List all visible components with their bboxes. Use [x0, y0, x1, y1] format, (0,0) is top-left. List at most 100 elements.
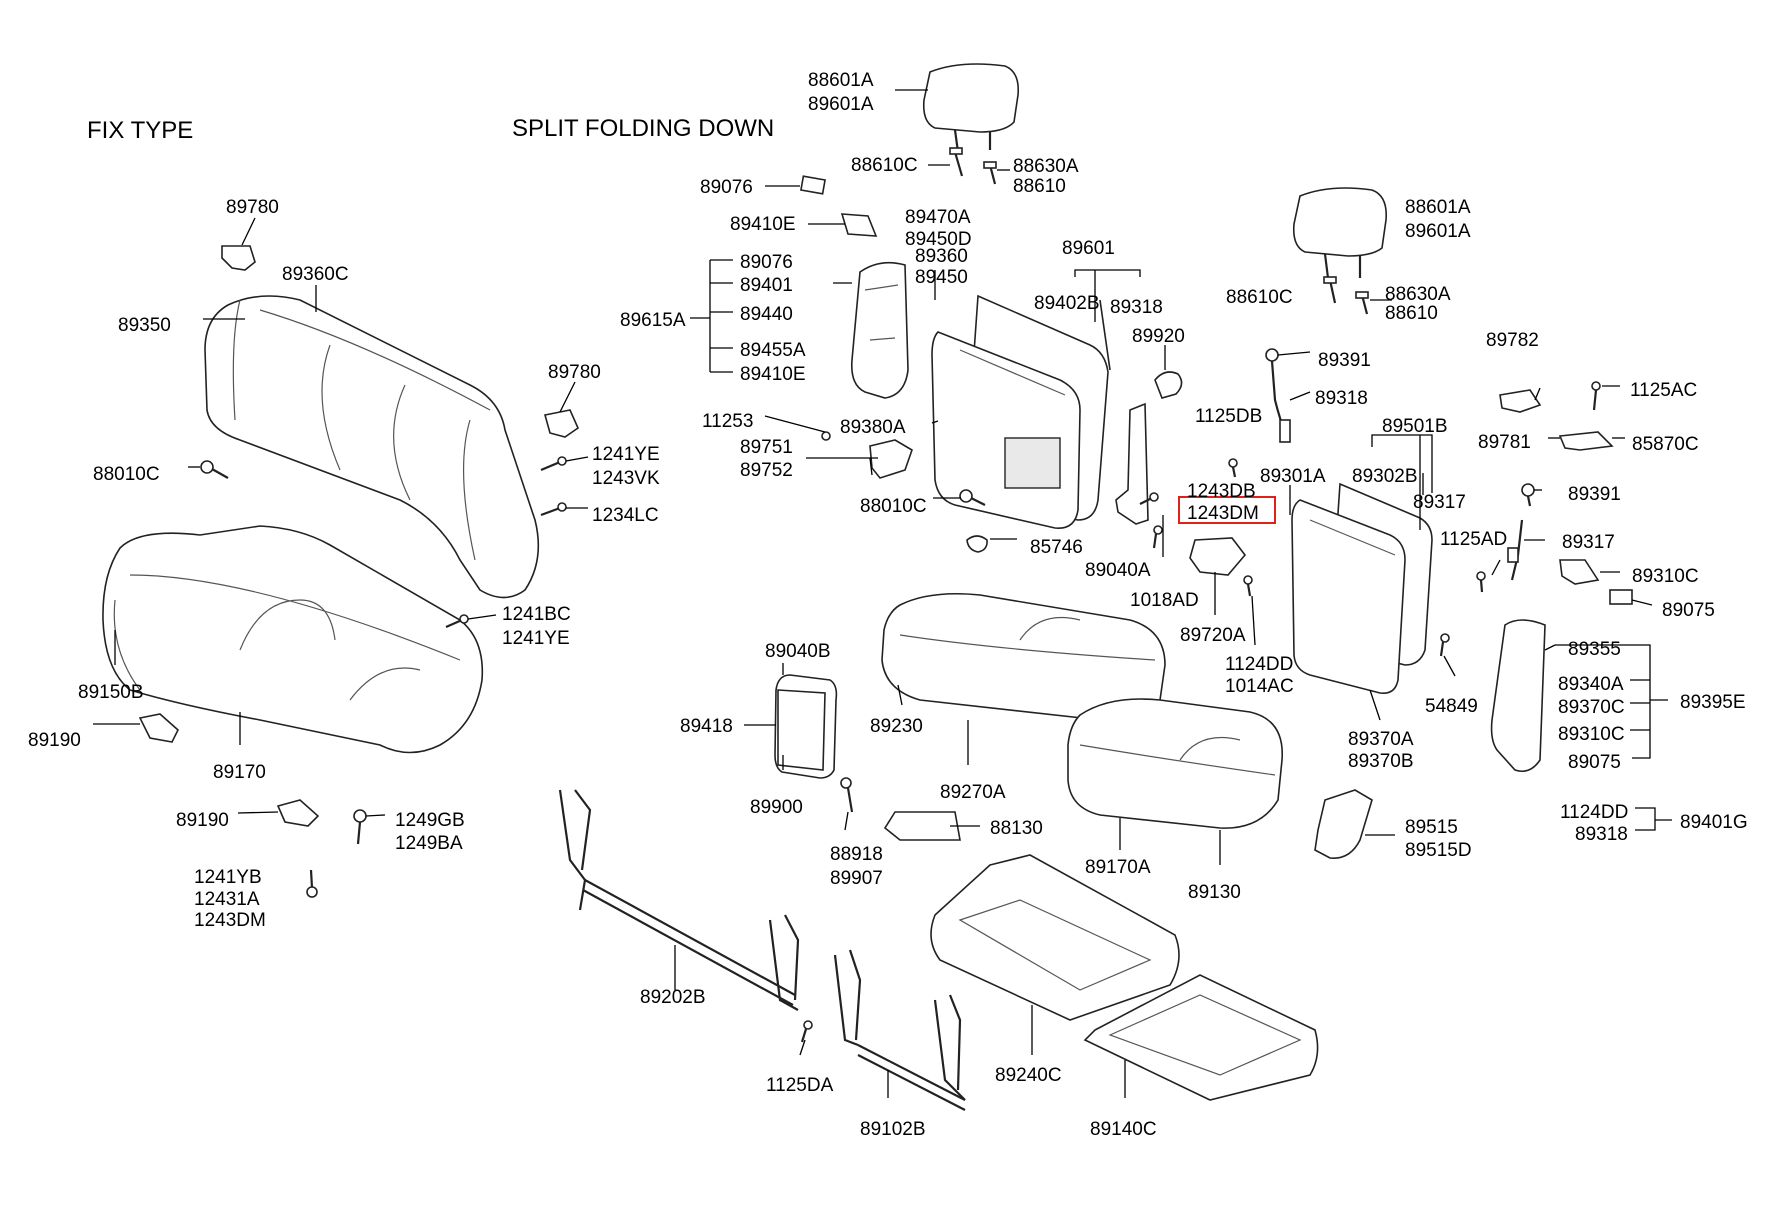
part-label: 89040A: [1085, 560, 1151, 581]
part-label: 89450: [915, 267, 968, 288]
part-label: 89418: [680, 716, 733, 737]
bolt-88918-icon: [840, 777, 854, 813]
part-label: 1249BA: [395, 833, 463, 854]
bolt-1125db-icon: [1228, 458, 1238, 478]
part-label: 89752: [740, 460, 793, 481]
guide-88610c-a-icon: [949, 147, 964, 177]
part-label: 1014AC: [1225, 676, 1294, 697]
bolt-11253-icon: [821, 431, 831, 441]
headrest-right: [1292, 187, 1388, 279]
part-label: 1243VK: [592, 468, 660, 489]
part-label: 1125DB: [1195, 406, 1262, 427]
part-label: 89310C: [1632, 566, 1699, 587]
headrest-left: [922, 63, 1020, 153]
part-label: 89076: [740, 252, 793, 273]
part-label: 89075: [1568, 752, 1621, 773]
part-label: 89601A: [808, 94, 874, 115]
part-label: 89350: [118, 315, 171, 336]
screw-1241bc-icon: [445, 614, 469, 629]
fix-seat-back: [204, 295, 540, 599]
guide-88610c-b-icon: [1323, 276, 1337, 304]
part-label: 89318: [1575, 824, 1628, 845]
part-label: 89782: [1486, 330, 1539, 351]
part-label: 89391: [1568, 484, 1621, 505]
part-label: 1125AD: [1440, 529, 1507, 550]
screw-1234lc-icon: [540, 502, 567, 517]
bolt-1018ad-icon: [1152, 525, 1163, 549]
cushion-right-89170a: [1067, 698, 1283, 829]
highlighted-part-label: 1243DM: [1187, 503, 1259, 524]
part-label: 1241BC: [502, 604, 571, 625]
clip-89076-icon: [800, 175, 826, 195]
pan-89140c: [1083, 974, 1319, 1101]
part-label: 89401G: [1680, 812, 1748, 833]
part-label: 88610: [1013, 176, 1066, 197]
part-label: 88630A: [1385, 284, 1451, 305]
part-label: 89140C: [1090, 1119, 1157, 1140]
part-label: 88610: [1385, 303, 1438, 324]
part-label: 89317: [1413, 492, 1466, 513]
part-label: 89395E: [1680, 692, 1746, 713]
part-label: 89450D: [905, 229, 972, 250]
part-label: 54849: [1425, 696, 1478, 717]
part-label: 89515D: [1405, 840, 1472, 861]
part-label: 1125DA: [766, 1075, 834, 1096]
part-label: 85746: [1030, 537, 1083, 558]
part-label: 89470A: [905, 207, 971, 228]
part-label: 1234LC: [592, 505, 659, 526]
part-label: 89170A: [1085, 857, 1151, 878]
buckle-89418: [774, 674, 838, 779]
bolt-1125ad-icon: [1476, 571, 1486, 593]
armrest-89615a: [850, 261, 909, 399]
part-label: 89402B: [1034, 293, 1100, 314]
part-label: 89317: [1562, 532, 1615, 553]
bolt-88010c-a-icon: [200, 460, 229, 479]
part-label: 89076: [700, 177, 753, 198]
clip-89780-b-icon: [543, 409, 580, 438]
fix-seat-cushion: [102, 525, 484, 754]
split-folding-heading: SPLIT FOLDING DOWN: [512, 115, 774, 142]
pan-89240c: [930, 854, 1180, 1021]
part-label: 89780: [548, 362, 601, 383]
hook-89190-b-icon: [276, 799, 320, 827]
part-label: 89455A: [740, 340, 806, 361]
part-label: 89615A: [620, 310, 686, 331]
part-label: 89720A: [1180, 625, 1246, 646]
cover-89310c-icon: [1559, 559, 1600, 585]
part-label: 89190: [176, 810, 229, 831]
part-label: 89360: [915, 246, 968, 267]
part-label: 88010C: [93, 464, 160, 485]
part-label: 89202B: [640, 987, 706, 1008]
part-label: 89900: [750, 797, 803, 818]
bolt-1243db-icon: [1139, 492, 1159, 505]
part-label: 89601: [1062, 238, 1115, 259]
part-label: 89601A: [1405, 221, 1471, 242]
bolt-1125da-icon: [800, 1020, 813, 1043]
part-label: 89370A: [1348, 729, 1414, 750]
part-label: 11253: [702, 411, 753, 432]
part-label: 88918: [830, 844, 883, 865]
part-label: 89391: [1318, 350, 1371, 371]
screw-1249gb-icon: [353, 809, 367, 845]
part-label: 1241YB: [194, 867, 262, 888]
part-label: 89270A: [940, 782, 1006, 803]
clip-89410e-icon: [840, 213, 878, 237]
part-label: 89440: [740, 304, 793, 325]
part-label: 89318: [1315, 388, 1368, 409]
part-label: 89318: [1110, 297, 1163, 318]
part-label: 89040B: [765, 641, 831, 662]
part-label: 88601A: [1405, 197, 1471, 218]
part-label: 85870C: [1632, 434, 1699, 455]
part-label: 88610C: [851, 155, 918, 176]
bolt-1124dd-icon: [1243, 575, 1253, 597]
latch-cable-89318: [1265, 348, 1291, 443]
part-label: 88630A: [1013, 156, 1079, 177]
armrest-89395e: [1490, 619, 1546, 773]
part-label: 89780: [226, 197, 279, 218]
frame-89202b: [558, 789, 800, 1011]
clip-89075-icon: [1609, 589, 1633, 605]
ring-89920-icon: [1154, 371, 1183, 399]
frame-89102b: [833, 949, 966, 1111]
part-label: 89230: [870, 716, 923, 737]
